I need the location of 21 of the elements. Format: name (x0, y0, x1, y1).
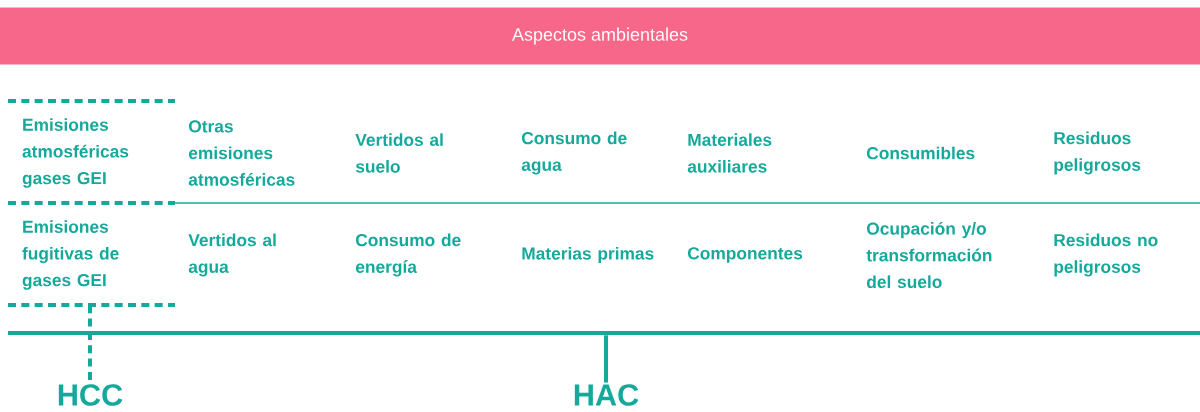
connector (604, 335, 608, 383)
aspect-label: Vertidos al suelo (355, 133, 443, 173)
aspect-label: Residuos peligrosos (1054, 131, 1141, 175)
baseline-bar (8, 331, 1200, 335)
group-label: HAC (574, 384, 639, 406)
aspect-label: Componentes (688, 247, 803, 263)
aspect-label: Otras emisiones atmosféricas (188, 120, 295, 186)
group-label: HCC (58, 384, 123, 406)
header-band: Aspectos ambientales (0, 7, 1200, 65)
aspect-label: Consumo de energía (355, 233, 461, 277)
aspect-label: Emisiones fugitivas de gases GEI (22, 220, 119, 290)
aspect-label: Residuos no peligrosos (1054, 233, 1158, 277)
dashed-group (6, 99, 177, 307)
aspect-label: Materias primas (522, 246, 654, 264)
aspect-label: Vertidos al agua (188, 233, 276, 277)
aspect-label: Consumo de agua (521, 131, 627, 175)
aspect-label: Ocupación y/o transformación del suelo (866, 221, 992, 289)
aspect-label: Materiales auxiliares (687, 133, 772, 173)
connector (88, 305, 92, 383)
aspect-label: Emisiones atmosféricas gases GEI (22, 118, 129, 188)
aspect-label: Consumibles (867, 146, 975, 160)
